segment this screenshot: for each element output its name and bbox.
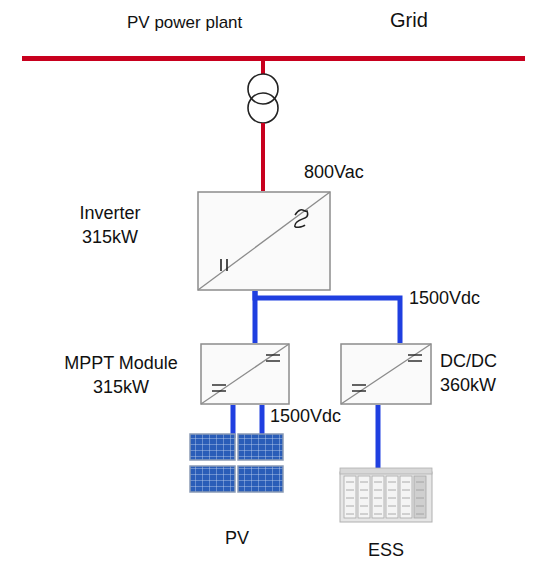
grid-bus (22, 56, 525, 61)
converter-outline (341, 344, 431, 404)
dc-bus-line (233, 405, 262, 438)
ess-cabinet-body (340, 472, 432, 522)
battery-rack (344, 476, 356, 518)
battery-rack (358, 476, 370, 518)
transformer-winding (248, 93, 278, 123)
voltage-label: 1500Vdc (409, 287, 480, 309)
dc-bus-line (255, 291, 400, 343)
dc-symbol (352, 384, 366, 385)
dc-symbol (408, 360, 422, 361)
dcdc-box: DC/DC 360kW (340, 343, 432, 405)
node-label: DC/DC 360kW (440, 349, 520, 397)
ac-line (261, 58, 265, 74)
solar-panel (190, 434, 235, 460)
node-label: Inverter 315kW (60, 201, 160, 249)
ac-symbol (295, 210, 308, 227)
converter-diagonal (341, 344, 431, 404)
voltage-label: 1500Vdc (270, 405, 341, 427)
solar-panel (238, 466, 283, 492)
grid-label: Grid (390, 9, 428, 31)
ac-line (261, 123, 265, 191)
ess-cabinet: ESS (338, 466, 434, 524)
ess-cabinet-outline (338, 466, 434, 524)
dc-symbol (226, 259, 228, 271)
dc-symbol (212, 390, 226, 391)
node-label: PV (188, 526, 286, 550)
converter-diagonal (198, 192, 330, 290)
inverter-box-outline (197, 191, 331, 291)
battery-rack (414, 476, 426, 518)
dc-bus-line (376, 405, 381, 469)
inverter-box: Inverter 315kW (197, 191, 331, 291)
solar-panel (238, 434, 283, 460)
dcdc-box-outline (340, 343, 432, 405)
pv-array-outline (188, 432, 286, 494)
mppt-box: MPPT Module 315kW (200, 343, 290, 405)
node-label: MPPT Module 315kW (46, 351, 196, 399)
dc-symbol (352, 390, 366, 391)
voltage-label: 800Vac (304, 161, 364, 183)
dc-symbol (212, 384, 226, 385)
transformer-winding (248, 74, 278, 104)
dc-symbol (266, 354, 280, 355)
mppt-box-outline (200, 343, 290, 405)
battery-rack (400, 476, 412, 518)
node-label: ESS (338, 538, 434, 562)
converter-outline (198, 192, 330, 290)
dc-symbol (266, 360, 280, 361)
dc-symbol (220, 259, 222, 271)
dc-symbol (408, 354, 422, 355)
battery-rack (372, 476, 384, 518)
diagram-title: PV power plant (127, 12, 242, 34)
converter-diagonal (201, 344, 289, 404)
solar-panel (190, 466, 235, 492)
pv-array: PV (188, 432, 286, 494)
battery-rack (386, 476, 398, 518)
converter-outline (201, 344, 289, 404)
